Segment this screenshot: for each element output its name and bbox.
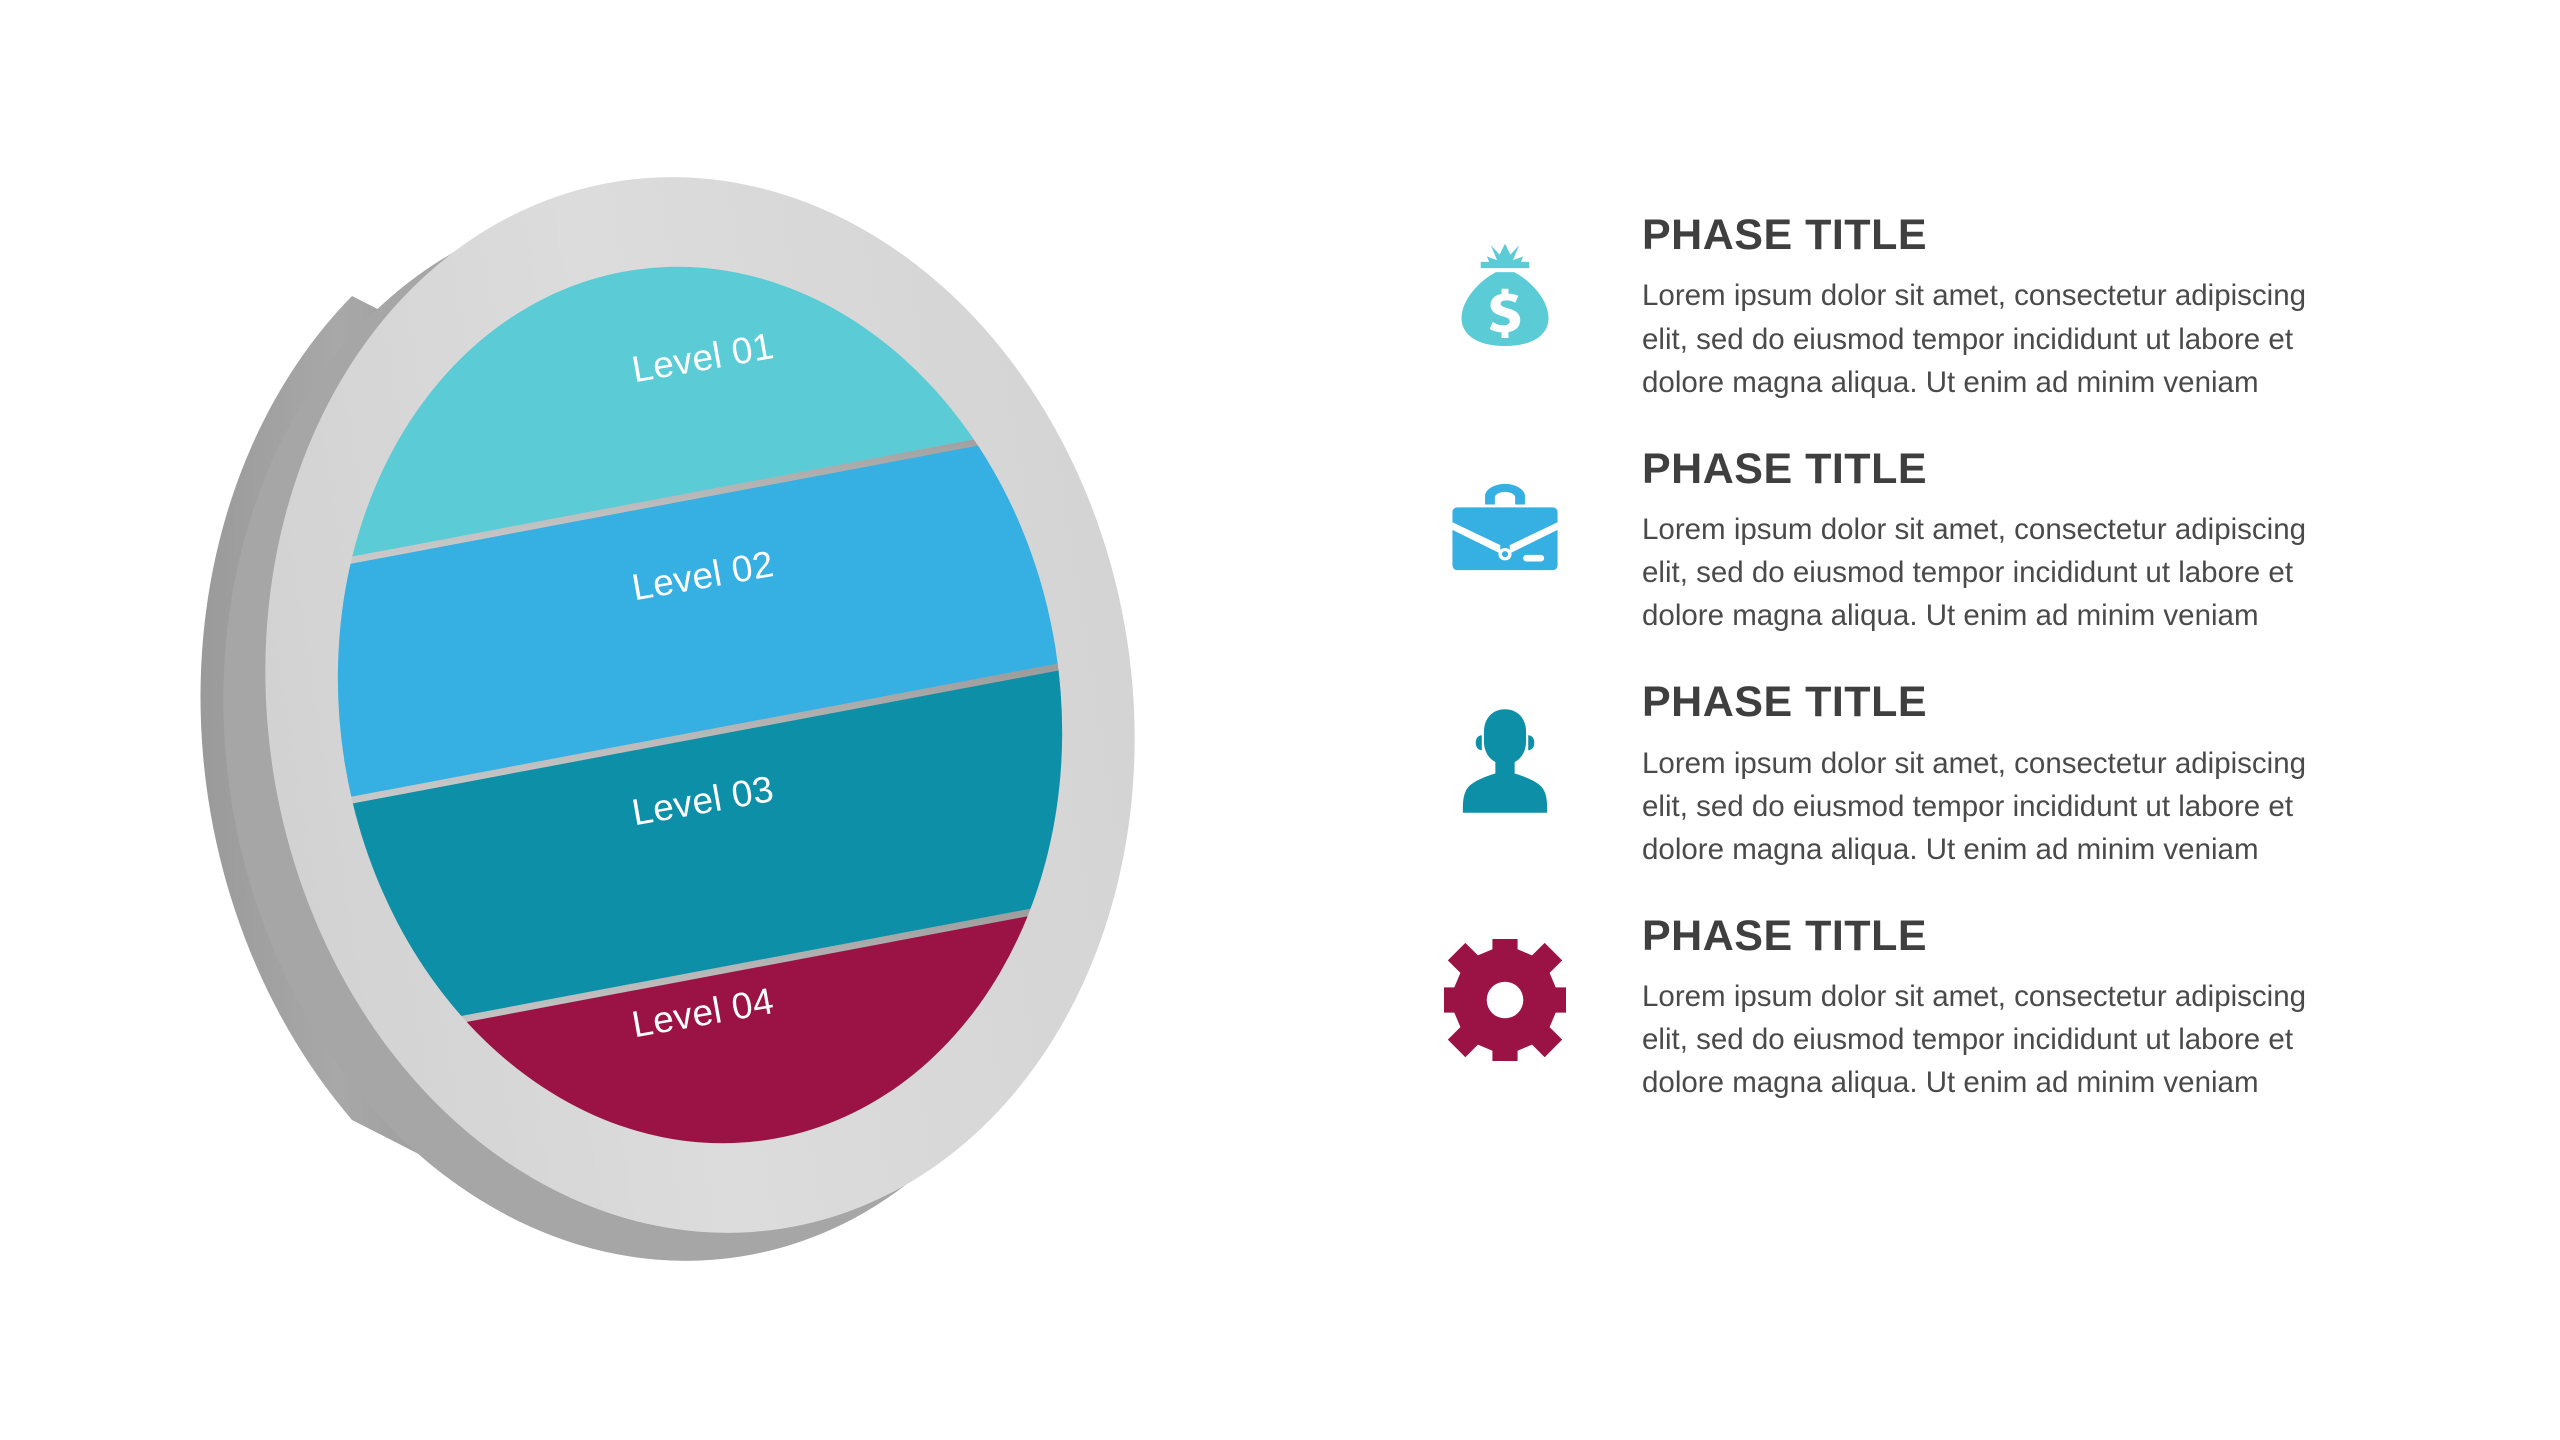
phase-body-line-1: Lorem ipsum dolor sit amet, consectetur …: [1642, 279, 2307, 313]
phase-title-1: PHASE TITLE: [1642, 211, 1928, 259]
phase-item-2[interactable]: PHASE TITLE Lorem ipsum dolor sit amet, …: [1430, 444, 2490, 638]
person-icon: [1462, 709, 1548, 814]
phase-text-cell-1: PHASE TITLE Lorem ipsum dolor sit amet, …: [1580, 212, 2490, 404]
phase-body-line-3: dolore magna aliqua. Ut enim ad minim ve…: [1642, 599, 2259, 633]
money-bag-icon: [1461, 243, 1549, 347]
phase-item-3[interactable]: PHASE TITLE Lorem ipsum dolor sit amet, …: [1430, 679, 2490, 871]
disc-band-level-02[interactable]: [270, 417, 1130, 812]
phase-body-line-1: Lorem ipsum dolor sit amet, consectetur …: [1642, 513, 2307, 547]
band-fill-level-03: [275, 657, 1125, 1052]
phase-body-line-2: elit, sed do eiusmod tempor incididunt u…: [1642, 322, 2294, 356]
phase-body-line-2: elit, sed do eiusmod tempor incididunt u…: [1642, 789, 2294, 823]
phase-body-line-1: Lorem ipsum dolor sit amet, consectetur …: [1642, 746, 2307, 780]
band-fill-level-02: [275, 417, 1125, 812]
phase-icon-cell-2: [1430, 446, 1580, 582]
phase-body-line-3: dolore magna aliqua. Ut enim ad minim ve…: [1642, 1066, 2259, 1100]
gear-icon: [1444, 938, 1566, 1061]
phase-title-2: PHASE TITLE: [1642, 444, 1928, 493]
phase-item-1[interactable]: PHASE TITLE Lorem ipsum dolor sit amet, …: [1430, 212, 2490, 404]
phase-body-line-3: dolore magna aliqua. Ut enim ad minim ve…: [1642, 832, 2259, 866]
phase-item-4[interactable]: PHASE TITLE Lorem ipsum dolor sit amet, …: [1430, 911, 2490, 1105]
disc-band-level-03[interactable]: [270, 657, 1130, 1052]
phase-title-3: PHASE TITLE: [1642, 678, 1928, 727]
phase-list: PHASE TITLE Lorem ipsum dolor sit amet, …: [1430, 212, 2490, 1147]
phase-text-cell-3: PHASE TITLE Lorem ipsum dolor sit amet, …: [1580, 679, 2490, 871]
phase-icon-cell-1: [1430, 212, 1580, 354]
phase-body-line-2: elit, sed do eiusmod tempor incididunt u…: [1642, 1023, 2294, 1057]
layered-disc-diagram: Level 01 Level 02 Level 03 Level 04: [120, 60, 1240, 1380]
phase-body-line-1: Lorem ipsum dolor sit amet, consectetur …: [1642, 980, 2307, 1014]
phase-title-4: PHASE TITLE: [1642, 911, 1928, 960]
phase-body-2: Lorem ipsum dolor sit amet, consectetur …: [1642, 508, 2412, 637]
phase-body-line-3: dolore magna aliqua. Ut enim ad minim ve…: [1642, 365, 2259, 399]
phase-body-4: Lorem ipsum dolor sit amet, consectetur …: [1642, 975, 2412, 1104]
phase-body-3: Lorem ipsum dolor sit amet, consectetur …: [1642, 742, 2412, 871]
briefcase-icon: [1452, 483, 1558, 570]
phase-icon-cell-4: [1430, 913, 1580, 1061]
phase-text-cell-2: PHASE TITLE Lorem ipsum dolor sit amet, …: [1580, 444, 2490, 638]
phase-body-line-2: elit, sed do eiusmod tempor incididunt u…: [1642, 556, 2294, 590]
phase-icon-cell-3: [1430, 679, 1580, 817]
phase-text-cell-4: PHASE TITLE Lorem ipsum dolor sit amet, …: [1580, 911, 2490, 1105]
phase-body-1: Lorem ipsum dolor sit amet, consectetur …: [1642, 274, 2412, 403]
